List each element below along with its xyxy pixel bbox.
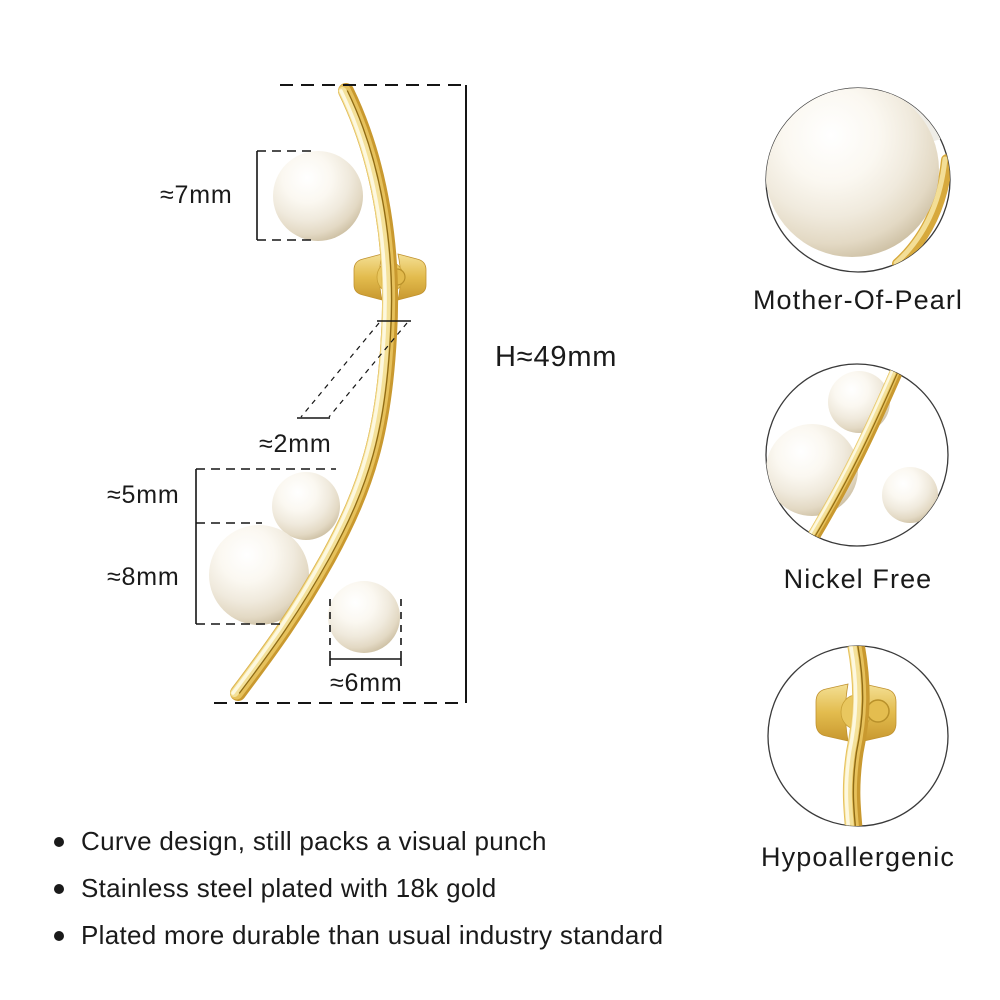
pearl-8mm xyxy=(209,525,309,625)
detail-circle-nickel-free xyxy=(765,363,949,547)
dim-label-7mm: ≈7mm xyxy=(160,181,233,209)
pearl-7mm xyxy=(273,151,363,241)
closeup-pearl-small xyxy=(882,467,938,523)
gold-bar xyxy=(230,83,399,701)
bullet-item: Curve design, still packs a visual punch xyxy=(54,818,663,865)
measurement-lines xyxy=(195,84,467,704)
dim-label-6mm: ≈6mm xyxy=(330,669,403,697)
feature-label-hypoallergenic: Hypoallergenic xyxy=(761,842,955,872)
feature-bullet-list: Curve design, still packs a visual punch… xyxy=(54,818,663,959)
closeup-gold-bar xyxy=(799,364,906,546)
dim-label-height: H≈49mm xyxy=(495,341,618,373)
closeup-pearl xyxy=(766,88,939,257)
bullet-item: Stainless steel plated with 18k gold xyxy=(54,865,663,912)
dim-label-5mm: ≈5mm xyxy=(107,481,180,509)
pearl-6mm xyxy=(328,581,400,653)
dim-label-8mm: ≈8mm xyxy=(107,563,180,591)
detail-circle-hypoallergenic xyxy=(767,645,949,827)
dim-label-2mm: ≈2mm xyxy=(259,430,332,458)
bullet-item: Plated more durable than usual industry … xyxy=(54,912,663,959)
feature-label-mother-of-pearl: Mother-Of-Pearl xyxy=(752,285,964,315)
feature-label-nickel-free: Nickel Free xyxy=(783,564,933,594)
pearl-5mm xyxy=(272,472,340,540)
closeup-gold-post xyxy=(842,646,870,826)
detail-circle-mother-of-pearl xyxy=(765,87,951,273)
